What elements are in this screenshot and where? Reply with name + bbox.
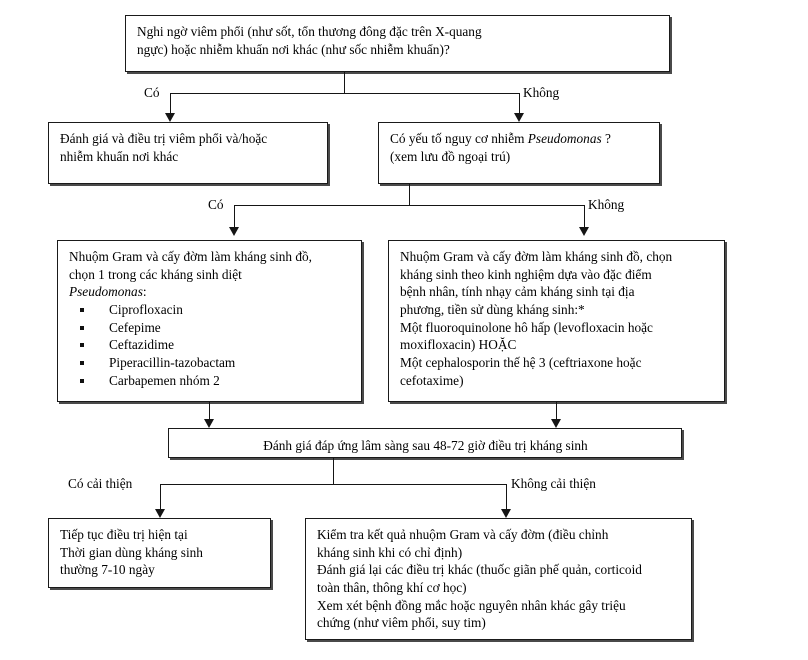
node-no-improvement-text: Kiểm tra kết quả nhuộm Gram và cấy đờm (… xyxy=(317,527,642,631)
connector-start-split xyxy=(170,93,520,94)
list-item: Cefepime xyxy=(69,319,351,337)
node-antipseudomonal-therapy[interactable]: Nhuộm Gram và cấy đờm làm kháng sinh đồ,… xyxy=(57,240,362,402)
arrow-not-improved xyxy=(501,509,511,518)
node-pseudomonas-risk-line1: Có yếu tố nguy cơ nhiễm Pseudomonas ? xyxy=(390,130,649,148)
list-item: Ceftazidime xyxy=(69,336,351,354)
arrow-yes2 xyxy=(229,227,239,236)
antipseudomonal-organism-name: Pseudomonas xyxy=(69,284,143,300)
node-antipseudomonal-lead: Nhuộm Gram và cấy đờm làm kháng sinh đồ,… xyxy=(69,249,313,282)
connector-not-improved-drop xyxy=(506,484,507,512)
node-antipseudomonal-inner: Nhuộm Gram và cấy đờm làm kháng sinh đồ,… xyxy=(58,241,361,395)
connector-yes1-drop xyxy=(170,93,171,116)
connector-start-stem xyxy=(344,72,345,94)
node-start[interactable]: Nghi ngờ viêm phổi (như sốt, tổn thương … xyxy=(125,15,670,72)
arrow-no1 xyxy=(514,113,524,122)
connector-no1-drop xyxy=(519,93,520,116)
connector-improved-drop xyxy=(160,484,161,512)
edge-label-improved: Có cải thiện xyxy=(68,476,133,491)
node-continue-therapy-inner: Tiếp tục điều trị hiện tại Thời gian dùn… xyxy=(49,519,270,585)
pseudomonas-risk-suffix: ? xyxy=(601,131,611,146)
list-item: Piperacillin-tazobactam xyxy=(69,354,351,372)
connector-empiric-to-reassess xyxy=(556,402,557,422)
node-empiric-therapy[interactable]: Nhuộm Gram và cấy đờm làm kháng sinh đồ,… xyxy=(388,240,725,402)
node-pseudomonas-risk-inner: Có yếu tố nguy cơ nhiễm Pseudomonas ? (x… xyxy=(379,123,659,171)
connector-antipseudomonal-to-reassess xyxy=(209,402,210,422)
connector-reassess-split xyxy=(160,484,507,485)
connector-pseudo-stem xyxy=(409,184,410,206)
node-start-text: Nghi ngờ viêm phổi (như sốt, tổn thương … xyxy=(137,24,482,57)
node-no-improvement-inner: Kiểm tra kết quả nhuộm Gram và cấy đờm (… xyxy=(306,519,691,638)
arrow-antipseudomonal-to-reassess xyxy=(204,419,214,428)
list-item: Ciprofloxacin xyxy=(69,301,351,319)
node-empiric-inner: Nhuộm Gram và cấy đờm làm kháng sinh đồ,… xyxy=(389,241,724,395)
antipseudomonal-organism-colon: : xyxy=(142,284,147,300)
node-antipseudomonal-organism: Pseudomonas: xyxy=(69,283,351,301)
pseudomonas-organism-name: Pseudomonas xyxy=(527,131,602,146)
list-item: Carbapemen nhóm 2 xyxy=(69,372,351,390)
node-no-improvement-actions[interactable]: Kiểm tra kết quả nhuộm Gram và cấy đờm (… xyxy=(305,518,692,640)
node-pseudomonas-risk-line2: (xem lưu đồ ngoại trú) xyxy=(390,148,511,164)
edge-label-yes-2: Có xyxy=(208,197,224,212)
node-pseudomonas-risk[interactable]: Có yếu tố nguy cơ nhiễm Pseudomonas ? (x… xyxy=(378,122,660,184)
arrow-empiric-to-reassess xyxy=(551,419,561,428)
antipseudomonal-drug-list: Ciprofloxacin Cefepime Ceftazidime Piper… xyxy=(69,301,351,389)
edge-label-not-improved: Không cải thiện xyxy=(511,476,596,491)
connector-reassess-stem xyxy=(333,458,334,485)
node-continue-therapy-text: Tiếp tục điều trị hiện tại Thời gian dùn… xyxy=(60,527,203,578)
edge-label-no-1: Không xyxy=(523,85,560,100)
connector-pseudo-split xyxy=(234,205,585,206)
connector-no2-drop xyxy=(584,205,585,230)
arrow-no2 xyxy=(579,227,589,236)
connector-yes2-drop xyxy=(234,205,235,230)
edge-label-no-2: Không xyxy=(588,197,625,212)
arrow-yes1 xyxy=(165,113,175,122)
node-treat-pneumonia[interactable]: Đánh giá và điều trị viêm phổi và/hoặc n… xyxy=(48,122,328,184)
arrow-improved xyxy=(155,509,165,518)
node-reassess-inner: Đánh giá đáp ứng lâm sàng sau 48-72 giờ … xyxy=(169,429,681,461)
node-empiric-text: Nhuộm Gram và cấy đờm làm kháng sinh đồ,… xyxy=(400,249,673,388)
edge-label-yes-1: Có xyxy=(144,85,160,100)
node-treat-pneumonia-text: Đánh giá và điều trị viêm phổi và/hoặc n… xyxy=(60,131,268,164)
node-start-inner: Nghi ngờ viêm phổi (như sốt, tổn thương … xyxy=(126,16,669,64)
node-continue-therapy[interactable]: Tiếp tục điều trị hiện tại Thời gian dùn… xyxy=(48,518,271,588)
pseudomonas-risk-prefix: Có yếu tố nguy cơ nhiễm xyxy=(390,131,528,146)
node-reassess-text: Đánh giá đáp ứng lâm sàng sau 48-72 giờ … xyxy=(263,438,588,453)
node-reassess-response[interactable]: Đánh giá đáp ứng lâm sàng sau 48-72 giờ … xyxy=(168,428,682,458)
node-treat-pneumonia-inner: Đánh giá và điều trị viêm phổi và/hoặc n… xyxy=(49,123,327,171)
